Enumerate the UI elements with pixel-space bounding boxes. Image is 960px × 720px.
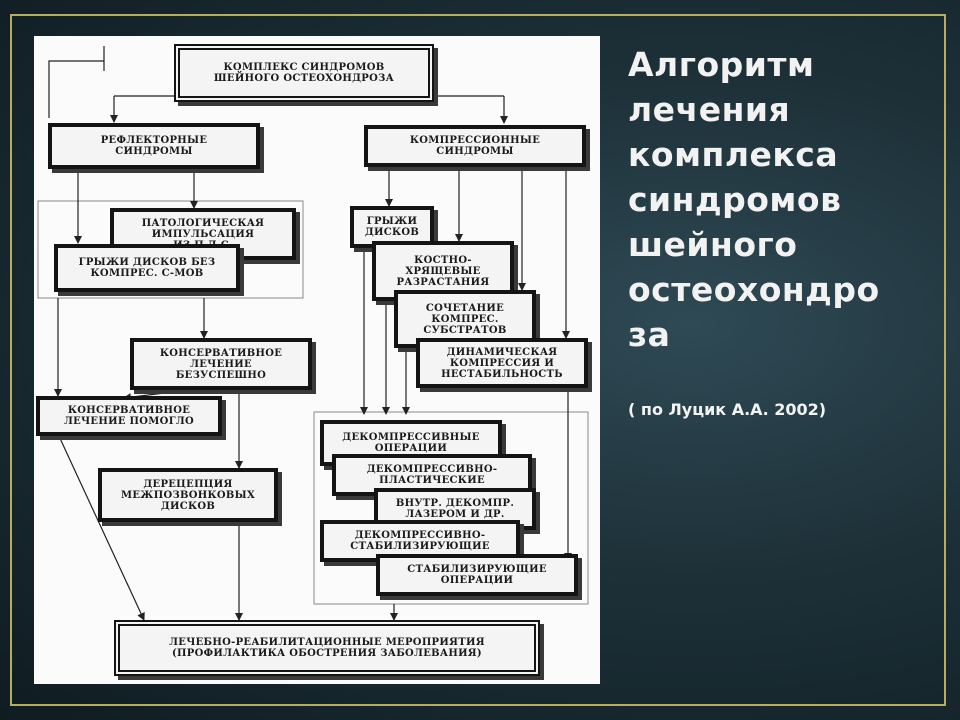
connector-layer (37, 46, 589, 621)
root-box: КОМПЛЕКС СИНДРОМОВ ШЕЙНОГО ОСТЕОХОНДРОЗА (174, 44, 434, 102)
dynamic-compression-box: ДИНАМИЧЕСКАЯ КОМПРЕССИЯ И НЕСТАБИЛЬНОСТЬ (416, 338, 588, 388)
reflex-syndromes-box: РЕФЛЕКТОРНЫЕ СИНДРОМЫ (48, 123, 260, 169)
operations-group-frame (313, 411, 589, 605)
slide-frame (10, 14, 946, 706)
arrow-ok-rehab (57, 433, 145, 621)
conservative-ok-box: КОНСЕРВАТИВНОЕ ЛЕЧЕНИЕ ПОМОГЛО (36, 396, 222, 436)
diagram-panel: КОМПЛЕКС СИНДРОМОВ ШЕЙНОГО ОСТЕОХОНДРОЗА… (34, 36, 600, 684)
conservative-fail-box: КОНСЕРВАТИВНОЕ ЛЕЧЕНИЕ БЕЗУСПЕШНО (130, 338, 312, 390)
hernia-no-compression-box: ГРЫЖИ ДИСКОВ БЕЗ КОМПРЕС. С-МОВ (54, 244, 240, 292)
denervation-box: ДЕРЕЦЕПЦИЯ МЕЖПОЗВОНКОВЫХ ДИСКОВ (98, 468, 278, 522)
stabilizing-ops-box: СТАБИЛИЗИРУЮЩИЕ ОПЕРАЦИИ (376, 554, 578, 596)
slide-title: Алгоритм лечения комплекса синдромов шей… (628, 45, 880, 354)
source-citation: ( по Луцик А.А. 2002) (628, 400, 827, 419)
reflex-group-frame (37, 200, 304, 299)
compression-syndromes-box: КОМПРЕССИОННЫЕ СИНДРОМЫ (364, 125, 586, 167)
rehab-box: ЛЕЧЕБНО-РЕАБИЛИТАЦИОННЫЕ МЕРОПРИЯТИЯ (ПР… (114, 620, 540, 676)
